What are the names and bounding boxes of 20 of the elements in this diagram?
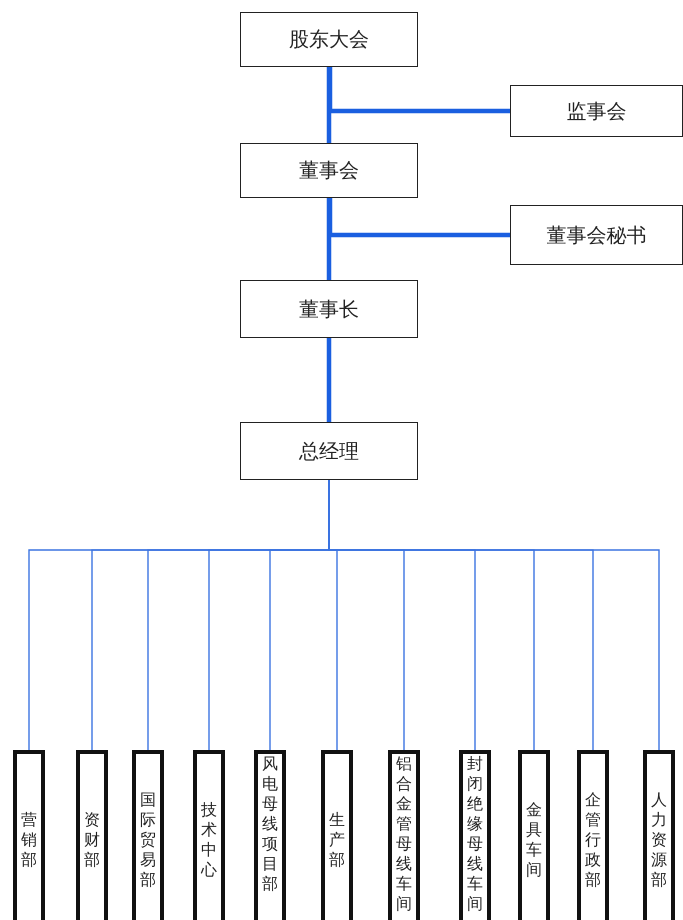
org-box: 董事长 (240, 280, 418, 338)
department-box: 营销部 (13, 750, 45, 920)
org-box: 监事会 (510, 85, 683, 137)
department-box: 企管行政部 (577, 750, 609, 920)
department-box: 铝合金管母线车间 (388, 750, 420, 920)
department-box: 人力资源部 (643, 750, 675, 920)
department-box: 封闭绝缘母线车间 (459, 750, 491, 920)
department-box: 生产部 (321, 750, 353, 920)
connector-line (326, 67, 332, 143)
department-box: 国际贸易部 (132, 750, 164, 920)
org-box: 总经理 (240, 422, 418, 480)
department-box: 金具车间 (518, 750, 550, 920)
department-box: 风电母线项目部 (254, 750, 286, 920)
org-box: 董事会 (240, 143, 418, 198)
org-box: 股东大会 (240, 12, 418, 67)
department-box: 技术中心 (193, 750, 225, 920)
department-box: 资财部 (76, 750, 108, 920)
connector-line (326, 338, 332, 422)
connector-line (326, 198, 332, 280)
org-box: 董事会秘书 (510, 205, 683, 265)
